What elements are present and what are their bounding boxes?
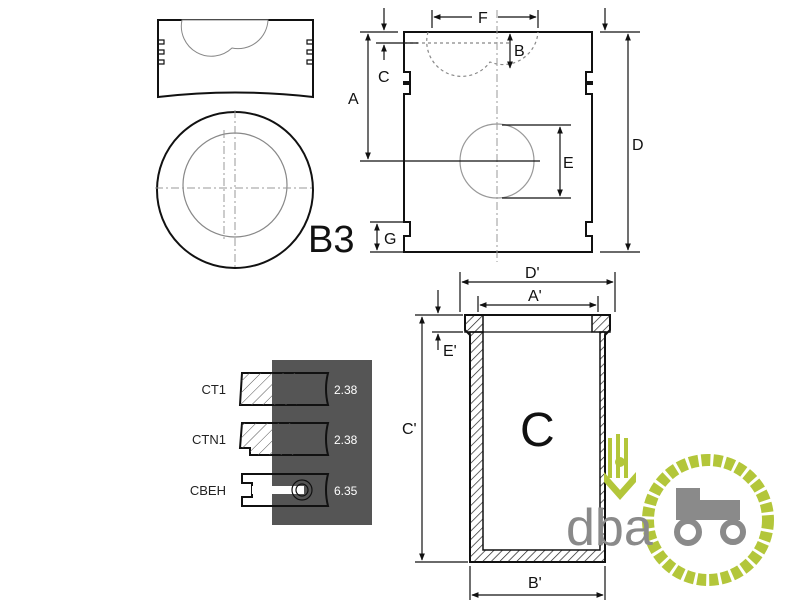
dimension-a-label: A bbox=[348, 91, 359, 108]
ring-ctn1 bbox=[238, 422, 330, 456]
dimension-e-label: E bbox=[563, 155, 574, 172]
piston-cross-section bbox=[157, 19, 314, 99]
dimension-c-prime-label: C' bbox=[402, 421, 417, 438]
piston-side-view bbox=[360, 8, 640, 262]
liner-model-label: C bbox=[520, 404, 555, 457]
dimension-e-prime-label: E' bbox=[443, 343, 457, 360]
ring-value: 6.35 bbox=[334, 484, 358, 498]
ring-name: CT1 bbox=[201, 382, 226, 397]
ring-value: 2.38 bbox=[334, 383, 358, 397]
cylinder-liner bbox=[415, 272, 616, 600]
dimension-b-label: B bbox=[514, 43, 525, 60]
piston-model-label: B3 bbox=[308, 219, 354, 261]
ring-name: CTN1 bbox=[192, 432, 226, 447]
ring-name: CBEH bbox=[190, 483, 226, 498]
dimension-c-label: C bbox=[378, 69, 390, 86]
dimension-f-label: F bbox=[478, 10, 488, 27]
piston-top-view bbox=[155, 110, 315, 269]
ring-ct1 bbox=[238, 372, 330, 406]
dba-logo: dba bbox=[566, 434, 774, 586]
dimension-a-prime-label: A' bbox=[528, 288, 542, 305]
dimension-d-label: D bbox=[632, 137, 644, 154]
ring-value: 2.38 bbox=[334, 433, 358, 447]
ring-cbeh bbox=[241, 473, 330, 507]
dimension-g-label: G bbox=[384, 231, 396, 248]
logo-text: dba bbox=[566, 499, 653, 557]
dimension-d-prime-label: D' bbox=[525, 265, 540, 282]
dimension-b-prime-label: B' bbox=[528, 575, 542, 592]
